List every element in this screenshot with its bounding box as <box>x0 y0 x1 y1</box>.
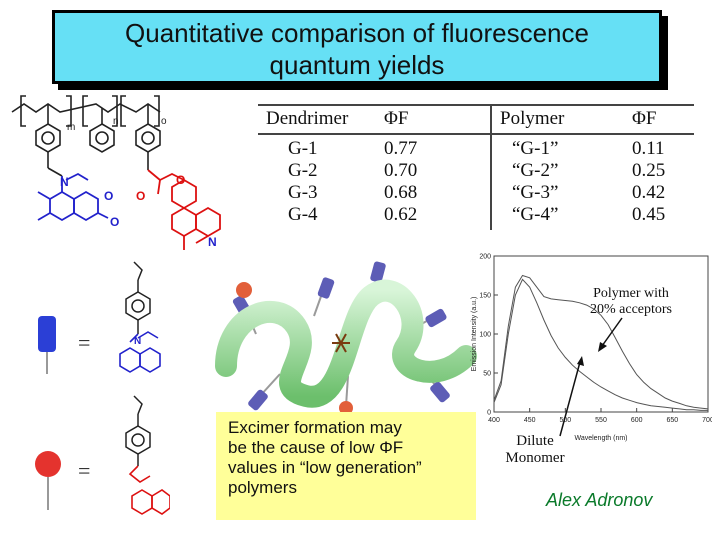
phi-dendrimer-cell: 0.68 <box>384 182 418 203</box>
polymer-annotation-line-1: Polymer with <box>593 286 669 301</box>
title-line-2: quantum yields <box>269 50 445 80</box>
y-tick-label: 0 <box>487 410 491 417</box>
polymer-cartoon <box>215 261 477 415</box>
excimer-note: Excimer formation may be the cause of lo… <box>216 412 476 520</box>
excimer-icon <box>332 333 350 353</box>
table-row: G-3 0.68 “G-3” 0.42 <box>258 182 694 204</box>
donor-legend-molecule: N <box>38 261 161 374</box>
x-tick-label: 450 <box>524 417 536 424</box>
subscript-m: m <box>67 122 75 133</box>
phi-dendrimer-cell: 0.62 <box>384 204 418 225</box>
acceptor-bead-icon <box>35 451 61 477</box>
chart-plot-area <box>493 255 709 413</box>
table-row: G-4 0.62 “G-4” 0.45 <box>258 204 694 230</box>
emission-spectrum-chart: 0 50 100 150 200 400 450 500 550 600 650 700 Wavel… <box>471 254 712 443</box>
x-tick-label: 600 <box>631 417 643 424</box>
header-dendrimer: Dendrimer <box>258 104 376 135</box>
polymer-cell: “G-1” <box>490 134 624 160</box>
phi-dendrimer-cell: 0.70 <box>384 160 418 181</box>
phi-polymer-cell: 0.25 <box>632 160 666 181</box>
note-line-2: be the cause of low ΦF <box>228 438 404 457</box>
nitrogen-label-3: N <box>134 336 141 347</box>
series-line-monomer <box>493 278 708 411</box>
nitrogen-label: N <box>60 175 69 189</box>
donor-pendant-icon <box>430 381 450 403</box>
phi-dendrimer-cell: 0.77 <box>384 138 418 159</box>
title-line-1: Quantitative comparison of fluorescence <box>125 18 589 48</box>
table-header-row: Dendrimer ΦF Polymer ΦF <box>258 104 694 135</box>
oxygen-label-red-2: O <box>176 173 185 187</box>
donor-bead-icon <box>38 316 56 352</box>
x-tick-label: 650 <box>666 417 678 424</box>
title-box: Quantitative comparison of fluorescence … <box>52 10 662 84</box>
polymer-annotation: Polymer with 20% acceptors <box>566 286 696 318</box>
copolymer-structure: N O O O O N m n o <box>11 95 221 250</box>
header-phi-dendrimer: ΦF <box>376 104 491 135</box>
header-phi-polymer: ΦF <box>624 104 694 135</box>
oxygen-label: O <box>104 189 113 203</box>
table-row: G-2 0.70 “G-2” 0.25 <box>258 160 694 182</box>
donor-pendant-icon <box>248 389 268 411</box>
polymer-cell: “G-3” <box>490 182 624 204</box>
polymer-annotation-line-2: 20% acceptors <box>589 302 673 317</box>
acceptor-pendant-icon <box>339 401 353 415</box>
polymer-cell: “G-4” <box>490 204 624 230</box>
dendrimer-cell: G-3 <box>288 182 318 203</box>
header-polymer: Polymer <box>490 104 624 135</box>
x-tick-label: 700 <box>702 417 712 424</box>
polymer-chain <box>215 279 477 408</box>
x-tick-label: 550 <box>595 417 607 424</box>
annotation-arrows <box>559 317 623 437</box>
dendrimer-cell: G-2 <box>288 160 318 181</box>
dilute-annotation: Dilute Monomer <box>500 433 570 467</box>
oxygen-label-2: O <box>110 215 119 229</box>
note-line-3: values in “low generation” <box>228 458 422 477</box>
equals-sign-acceptor: = <box>78 458 91 483</box>
y-tick-label: 150 <box>479 293 491 300</box>
x-tick-label: 500 <box>559 417 571 424</box>
dilute-annotation-line-2: Monomer <box>505 450 565 466</box>
author-name: Alex Adronov <box>546 490 653 510</box>
y-tick-label: 50 <box>483 371 491 378</box>
acceptor-legend-molecule <box>35 395 170 515</box>
equals-sign-donor: = <box>78 330 91 355</box>
donor-pendant-icon <box>370 261 386 283</box>
y-tick-label: 100 <box>479 332 491 339</box>
dendrimer-cell: G-1 <box>288 138 318 159</box>
table-row: G-1 0.77 “G-1” 0.11 <box>258 134 694 160</box>
x-axis-label: Wavelength (nm) <box>574 435 627 442</box>
note-line-4: polymers <box>228 478 297 497</box>
donor-pendant-icon <box>425 308 447 328</box>
quantum-yield-table: Dendrimer ΦF Polymer ΦF G-1 0.77 “G-1” 0… <box>258 104 694 230</box>
acceptor-pendant-icon <box>236 282 252 298</box>
subscript-n: n <box>113 116 119 127</box>
phi-polymer-cell: 0.42 <box>632 182 666 203</box>
nitrogen-label-2: N <box>208 235 217 249</box>
subscript-o: o <box>161 116 167 127</box>
y-axis-label: Emission Intensity (a.u.) <box>471 297 478 372</box>
y-tick-label: 200 <box>479 254 491 261</box>
phi-polymer-cell: 0.45 <box>632 204 666 225</box>
note-line-1: Excimer formation may <box>228 418 402 437</box>
polymer-cell: “G-2” <box>490 160 624 182</box>
oxygen-label-red: O <box>136 189 145 203</box>
dilute-annotation-line-1: Dilute <box>516 433 554 449</box>
x-tick-label: 400 <box>488 417 500 424</box>
dendrimer-cell: G-4 <box>288 204 318 225</box>
phi-polymer-cell: 0.11 <box>632 138 665 159</box>
series-line-polymer <box>493 274 709 410</box>
donor-pendant-icon <box>317 277 335 299</box>
